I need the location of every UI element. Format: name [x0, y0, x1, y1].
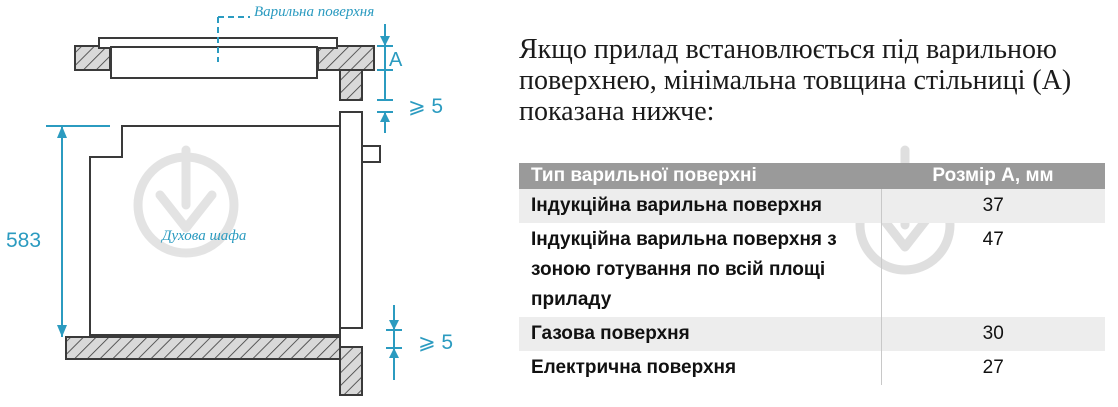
hob-body — [110, 46, 318, 79]
hob-type-cell: Газова поверхня — [519, 317, 881, 351]
countertop-front — [339, 69, 363, 101]
table-row: Електрична поверхня 27 — [519, 351, 1105, 385]
cabinet-shelf — [65, 336, 341, 360]
cabinet-front — [339, 346, 363, 396]
hob-label: Варильна поверхня — [254, 4, 374, 20]
hob-type-cell: Індукційна варильна поверхня з зоною гот… — [531, 229, 837, 310]
size-cell: 47 — [880, 223, 1105, 317]
countertop-left — [74, 45, 111, 71]
oven-door — [339, 111, 363, 329]
intro-text: Якщо прилад встановлюється під варильною… — [519, 34, 1072, 127]
size-cell: 37 — [880, 189, 1105, 223]
top-gap-label: ⩾ 5 — [408, 95, 443, 118]
watermark-icon — [133, 145, 239, 258]
header-hob-type: Тип варильної поверхні — [519, 163, 881, 189]
countertop-right — [317, 45, 375, 71]
oven-label: Духова шафа — [160, 228, 246, 244]
hob-thickness-table: Тип варильної поверхні Розмір A, мм Інду… — [519, 163, 1105, 385]
hob-type-cell: Індукційна варильна поверхня — [519, 189, 881, 223]
hob-type-cell: Електрична поверхня — [531, 357, 737, 378]
table-row: Газова поверхня 30 — [519, 317, 1105, 351]
dimension-a-label: A — [389, 49, 403, 71]
table-row: Індукційна варильна поверхня 37 — [519, 189, 1105, 223]
oven-handle — [361, 145, 381, 163]
installation-diagram: Варильна поверхня A ⩾ 5 Духова шафа 583 … — [6, 4, 453, 396]
bottom-gap-label: ⩾ 5 — [418, 331, 453, 354]
table-row: Індукційна варильна поверхня з зоною гот… — [519, 223, 1105, 317]
height-dimension-label: 583 — [6, 229, 41, 252]
size-cell: 30 — [880, 317, 1105, 351]
size-cell: 27 — [880, 351, 1105, 385]
table-header-row: Тип варильної поверхні Розмір A, мм — [519, 163, 1105, 189]
header-size-a: Розмір A, мм — [881, 163, 1105, 189]
